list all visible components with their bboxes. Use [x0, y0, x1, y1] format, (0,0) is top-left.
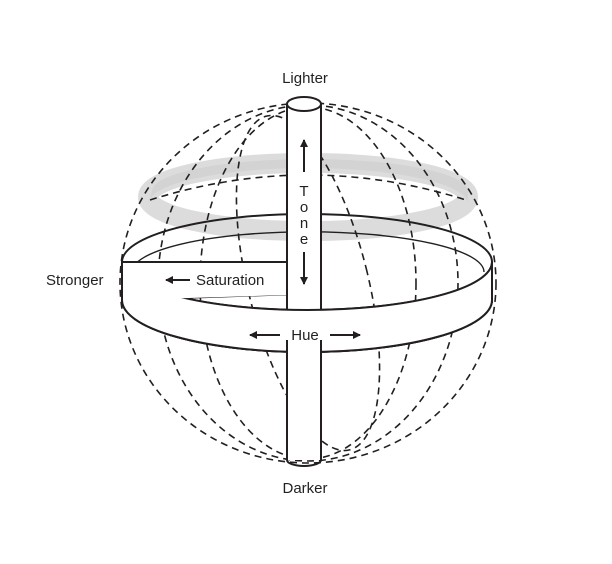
- tone-letter-3: n: [300, 215, 308, 232]
- darker-label: Darker: [282, 480, 327, 497]
- tone-letter-1: T: [299, 183, 308, 200]
- saturation-label: Saturation: [196, 272, 264, 289]
- hue-label: Hue: [291, 327, 319, 344]
- lighter-label: Lighter: [282, 70, 328, 87]
- tone-cylinder-lower: [286, 340, 322, 460]
- tone-letter-4: e: [300, 231, 308, 248]
- stronger-label: Stronger: [46, 272, 104, 289]
- meridian-inner: [235, 114, 381, 452]
- tone-letter-2: o: [300, 199, 308, 216]
- saturation-panel-front: [121, 261, 288, 300]
